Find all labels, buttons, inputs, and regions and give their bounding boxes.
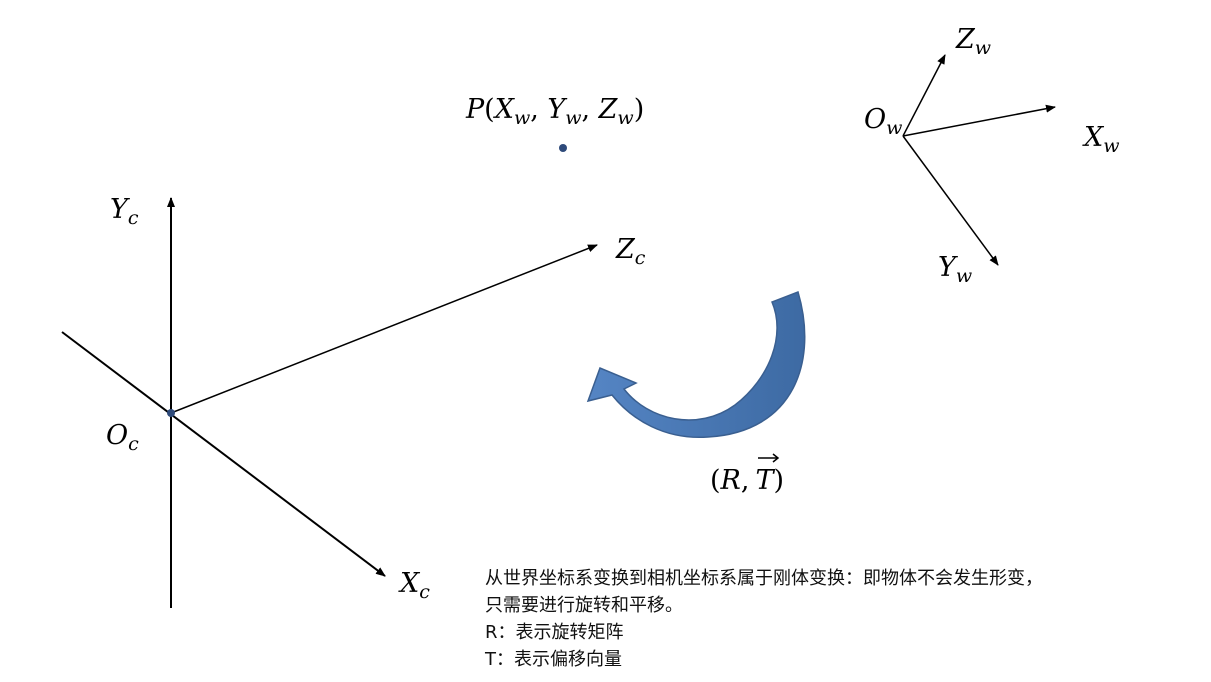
vector-arrow-icon: [758, 453, 780, 463]
world-y-label: Yw: [938, 252, 972, 287]
transform-label: (R,T): [710, 465, 784, 496]
note-line-2: 只需要进行旋转和平移。: [485, 595, 683, 616]
world-y-axis: [902, 135, 999, 266]
world-origin-label: Ow: [864, 104, 902, 139]
camera-origin-label: Oc: [106, 420, 139, 455]
note-line-3: R：表示旋转矩阵: [485, 622, 624, 643]
world-x-label: Xw: [1082, 122, 1120, 157]
curved-transform-arrow-icon: [586, 291, 806, 439]
world-z-axis: [902, 54, 946, 137]
world-x-axis: [902, 104, 1056, 137]
point-p-dot: [559, 144, 567, 152]
explanation-text: 从世界坐标系变换到相机坐标系属于刚体变换：即物体不会发生形变， 只需要进行旋转和…: [485, 565, 1043, 673]
world-z-label: Zw: [955, 24, 991, 59]
camera-z-label: Zc: [615, 234, 646, 269]
note-line-4: T：表示偏移向量: [485, 649, 622, 670]
camera-origin-dot: [167, 409, 175, 417]
camera-z-axis: [170, 244, 598, 414]
note-line-1: 从世界坐标系变换到相机坐标系属于刚体变换：即物体不会发生形变，: [485, 568, 1043, 589]
camera-y-label: Yc: [110, 194, 139, 229]
camera-x-axis: [61, 331, 386, 577]
point-p-label: P(Xw, Yw, Zw): [465, 94, 644, 129]
camera-x-label: Xc: [398, 568, 430, 603]
